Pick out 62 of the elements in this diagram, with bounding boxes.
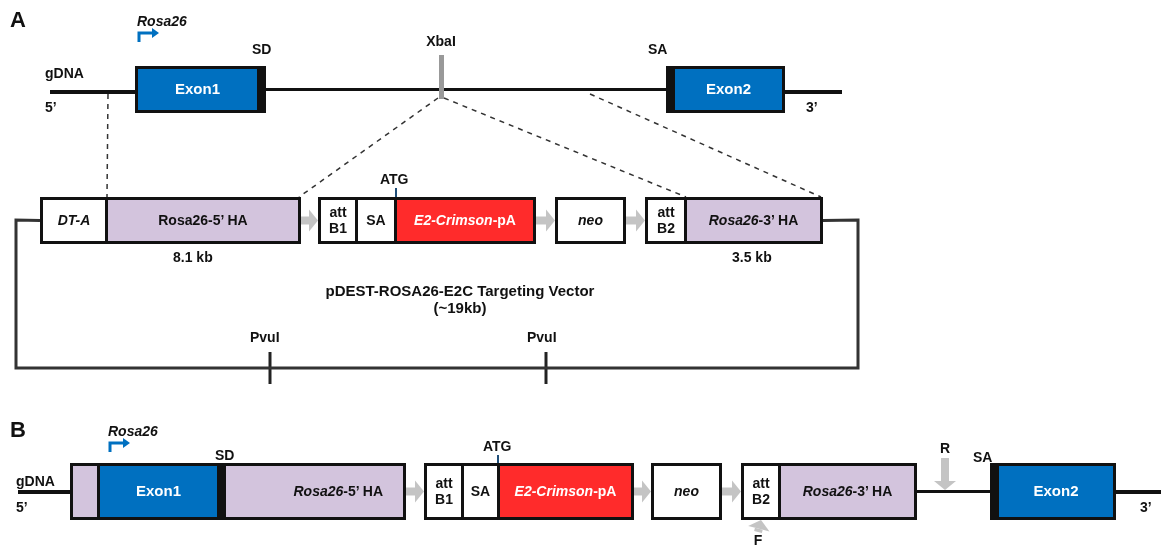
promoter-label: Rosa26 bbox=[137, 14, 187, 30]
homology-arm-box bbox=[105, 197, 301, 244]
gene-segment-box bbox=[741, 463, 781, 520]
segment-label: att B1 bbox=[328, 205, 348, 236]
panel-letter: B bbox=[10, 418, 26, 443]
gene-segment-box bbox=[355, 197, 397, 244]
segment-label: SA bbox=[470, 483, 491, 500]
gene-segment-box bbox=[461, 463, 500, 520]
primer-label: F bbox=[753, 533, 763, 549]
segment-label: E2-Crimson-pA bbox=[414, 212, 516, 229]
segment-label: att B2 bbox=[656, 205, 676, 236]
segment-label: SA bbox=[366, 212, 386, 229]
restriction-site-label: PvuI bbox=[527, 330, 557, 346]
restriction-site-label: PvuI bbox=[250, 330, 280, 346]
homology-arm-box bbox=[778, 463, 917, 520]
segment-label: Rosa26-3’ HA bbox=[708, 212, 799, 229]
homology-arm-box bbox=[684, 197, 823, 244]
sequence-label: gDNA bbox=[16, 474, 55, 490]
homology-arm-box bbox=[70, 463, 406, 520]
exon-box bbox=[990, 463, 1116, 520]
strand-end-label: 5’ bbox=[45, 100, 57, 116]
gene-segment-box bbox=[40, 197, 108, 244]
segment-label: Rosa26-5’ HA bbox=[293, 483, 383, 500]
strand-end-label: 3’ bbox=[1140, 500, 1152, 516]
segment-label: att B1 bbox=[434, 476, 454, 507]
strand-end-label: 5’ bbox=[16, 500, 28, 516]
promoter-label: Rosa26 bbox=[108, 424, 158, 440]
segment-label: E2-Crimson-pA bbox=[514, 483, 617, 500]
size-label: 8.1 kb bbox=[173, 250, 213, 266]
strand-end-label: 3’ bbox=[806, 100, 818, 116]
splice-site-label: SD bbox=[215, 448, 235, 464]
splice-site-label: SD bbox=[252, 42, 272, 58]
gene-segment-box bbox=[555, 197, 626, 244]
exon-box bbox=[666, 66, 785, 113]
segment-label: neo bbox=[674, 483, 699, 500]
primer-label: R bbox=[939, 441, 951, 457]
size-label: 3.5 kb bbox=[732, 250, 772, 266]
exon-box bbox=[97, 463, 226, 520]
segment-label: Rosa26-5’ HA bbox=[158, 212, 248, 229]
reporter-box bbox=[497, 463, 634, 520]
gene-segment-box bbox=[424, 463, 464, 520]
segment-label: DT-A bbox=[57, 212, 91, 229]
segment-label: Rosa26-3’ HA bbox=[802, 483, 893, 500]
gene-segment-box bbox=[651, 463, 722, 520]
exon-box bbox=[135, 66, 266, 113]
segment-label: neo bbox=[578, 212, 603, 229]
start-codon-label: ATG bbox=[380, 172, 409, 188]
splice-site-label: SA bbox=[648, 42, 668, 58]
gene-segment-box bbox=[318, 197, 358, 244]
reporter-box bbox=[394, 197, 536, 244]
vector-title: pDEST-ROSA26-E2C Targeting Vector (~19kb) bbox=[324, 283, 596, 316]
segment-label: Exon2 bbox=[706, 81, 751, 98]
gene-segment-box bbox=[645, 197, 687, 244]
segment-label: Exon1 bbox=[175, 81, 220, 98]
start-codon-label: ATG bbox=[483, 439, 512, 455]
segment-label: Exon1 bbox=[136, 483, 181, 500]
segment-label: att B2 bbox=[751, 476, 771, 507]
splice-site-label: SA bbox=[973, 450, 993, 466]
segment-label: Exon2 bbox=[1033, 483, 1079, 500]
panel-letter: A bbox=[10, 8, 26, 33]
restriction-site-label: XbaI bbox=[426, 34, 456, 50]
sequence-label: gDNA bbox=[45, 66, 84, 82]
